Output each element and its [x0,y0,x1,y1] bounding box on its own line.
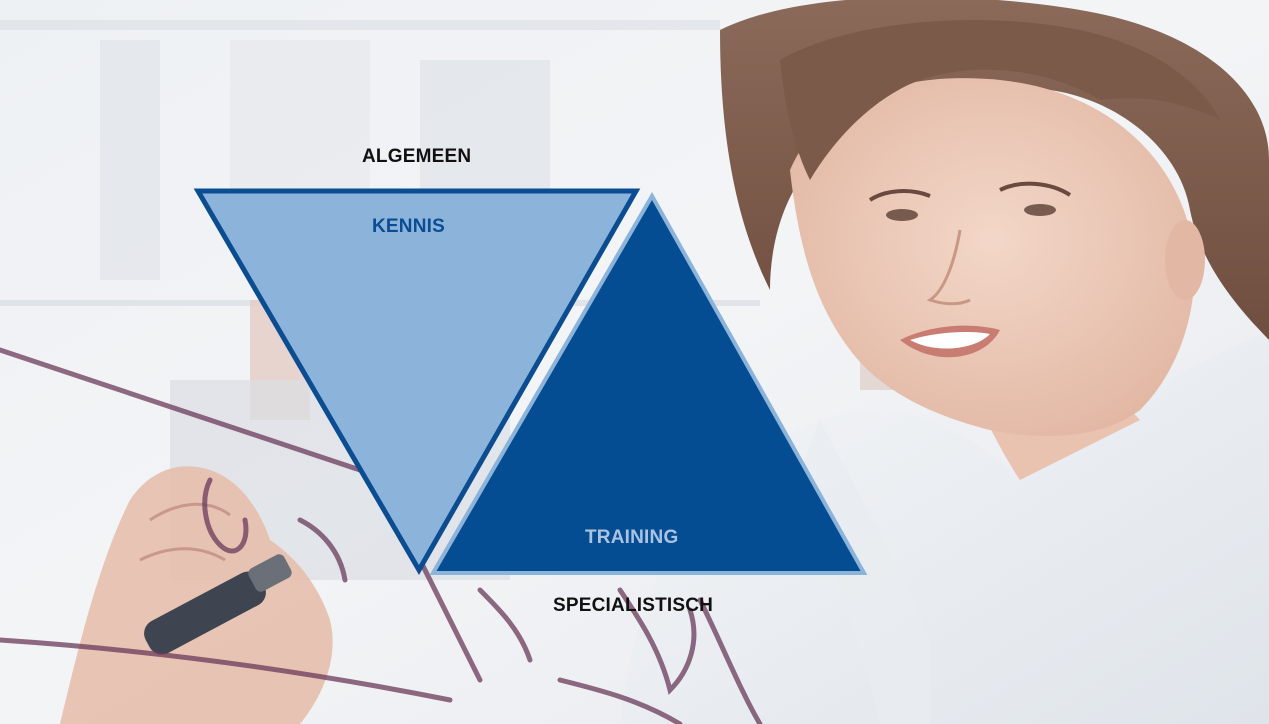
label-training: TRAINING [585,527,679,548]
marker-icon [144,554,292,655]
label-kennis: KENNIS [372,216,445,237]
label-algemeen: ALGEMEEN [362,146,472,167]
handwriting-strokes [0,347,763,724]
label-specialistisch: SPECIALISTISCH [553,595,714,616]
upright-triangle-shape [429,191,868,575]
inverted-triangle-shape [193,188,641,575]
